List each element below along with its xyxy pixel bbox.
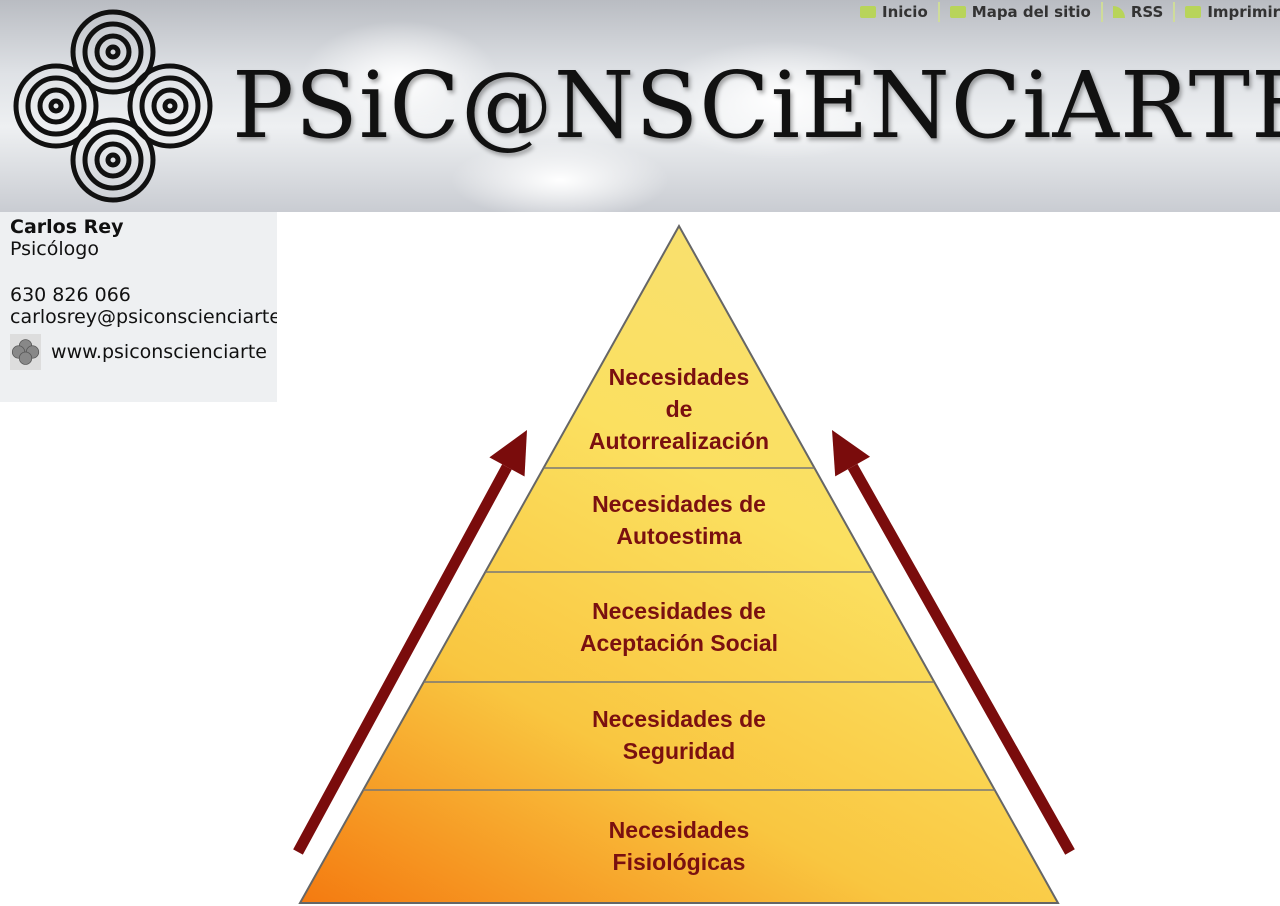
nav-label: Inicio <box>882 3 928 21</box>
logo-spirals-icon[interactable] <box>8 4 223 209</box>
nav-inicio[interactable]: Inicio <box>850 3 938 21</box>
right-arrow-head-icon <box>832 430 871 477</box>
contact-email[interactable]: carlosrey@psiconscienciarte <box>10 306 277 328</box>
nav-mapa-del-sitio[interactable]: Mapa del sitio <box>940 3 1101 21</box>
pyramid-level-label: Autorrealización <box>589 428 769 454</box>
pyramid-level-label: Necesidades de <box>592 706 766 732</box>
pyramid-level-label: Necesidades de <box>592 598 766 624</box>
pyramid-level-label: Seguridad <box>623 738 735 764</box>
contact-website[interactable]: www.psiconscienciarte <box>51 341 267 363</box>
pyramid-level-label: Aceptación Social <box>580 630 778 656</box>
pyramid-level-label: Necesidades de <box>592 491 766 517</box>
website-logo-icon <box>10 334 42 370</box>
rss-icon <box>1112 6 1125 18</box>
pyramid-level-label: Autoestima <box>616 523 741 549</box>
pyramid-level-label: Necesidades <box>609 817 750 843</box>
home-icon <box>860 6 877 18</box>
nav-label: Imprimir <box>1207 3 1280 21</box>
site-header: PSiC@NSCiENCiARTE Inicio Mapa del sitio … <box>0 0 1280 212</box>
nav-label: RSS <box>1130 3 1164 21</box>
pyramid-level-label: Necesidades <box>609 364 750 390</box>
top-nav: Inicio Mapa del sitio RSS Imprimir <box>850 2 1280 22</box>
left-arrow-head-icon <box>489 430 527 477</box>
pyramid-level-label: Fisiológicas <box>613 849 746 875</box>
nav-imprimir[interactable]: Imprimir <box>1175 3 1280 21</box>
contact-card: Carlos Rey Psicólogo 630 826 066 carlosr… <box>0 212 277 402</box>
pyramid-shape <box>298 223 1060 904</box>
contact-role: Psicólogo <box>10 238 99 260</box>
divider <box>937 2 940 22</box>
contact-name: Carlos Rey <box>10 216 124 238</box>
right-arrow-shaft <box>847 463 1075 855</box>
nav-rss[interactable]: RSS <box>1103 3 1173 21</box>
divider <box>1173 2 1176 22</box>
pyramid-level-label: de <box>666 396 693 422</box>
left-arrow-shaft <box>293 464 512 855</box>
contact-phone: 630 826 066 <box>10 284 131 306</box>
nav-label: Mapa del sitio <box>971 3 1091 21</box>
divider <box>1100 2 1103 22</box>
site-title: PSiC@NSCiENCiARTE <box>232 52 1280 159</box>
print-icon <box>1185 6 1202 18</box>
sitemap-icon <box>949 6 966 18</box>
